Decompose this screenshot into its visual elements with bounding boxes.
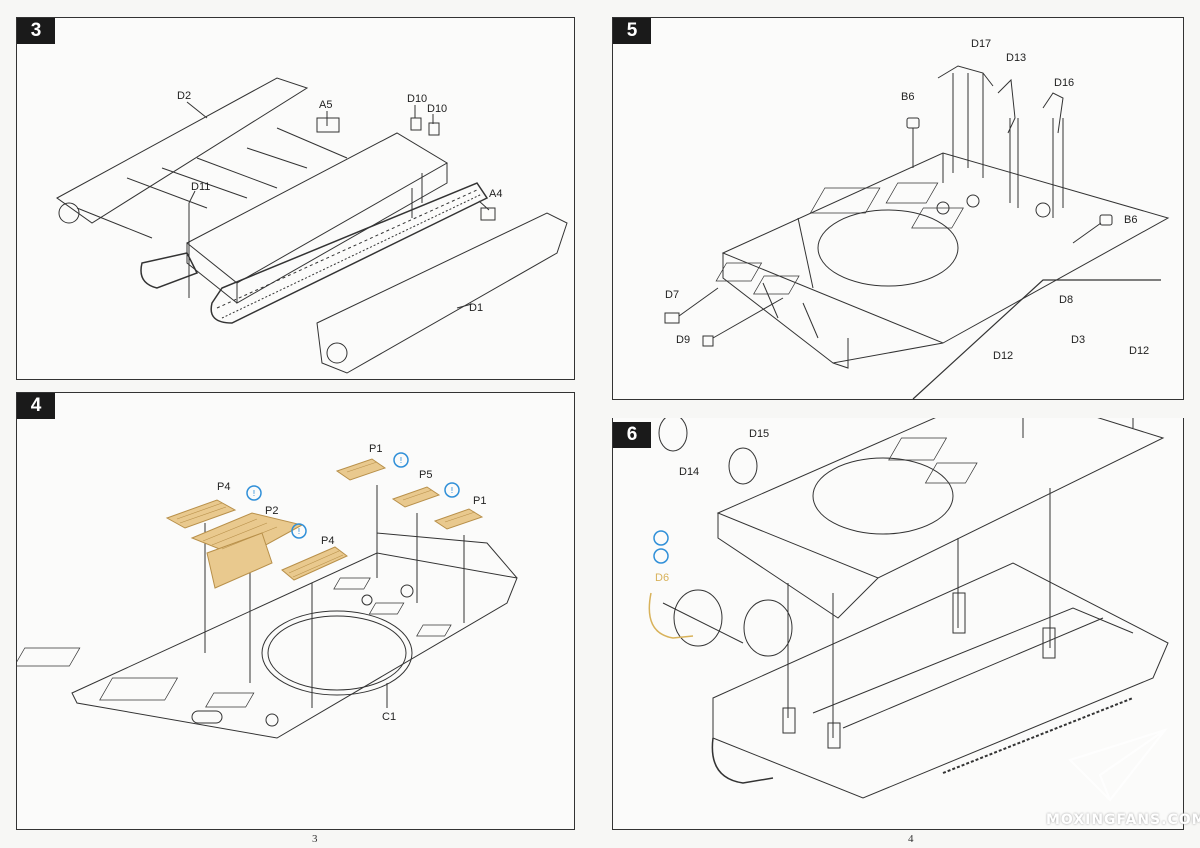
info-icon-2	[291, 523, 307, 539]
step-5-drawing	[664, 65, 1170, 400]
watermark-text: MOXINGFANS.COM	[1046, 812, 1200, 828]
part-label-p5: P5	[419, 469, 433, 481]
part-label-p1: P1	[369, 443, 383, 455]
part-label-d7: D7	[665, 289, 680, 301]
part-label-d1: D1	[469, 302, 484, 314]
info-icon-6	[653, 548, 669, 564]
part-label-d12: D12	[1129, 345, 1150, 357]
info-icon-4	[444, 482, 460, 498]
svg-text:!: !	[399, 456, 402, 465]
part-label-d2: D2	[177, 90, 192, 102]
part-label-d8: D8	[1059, 294, 1074, 306]
part-label-p2: P2	[265, 505, 279, 517]
step-3-number: 3	[17, 18, 55, 44]
part-label-a4: A4	[489, 188, 503, 200]
side-plate-d2	[56, 77, 309, 224]
info-icon-5	[653, 530, 669, 546]
hull-floor-c1	[71, 552, 518, 739]
part-label-d12: D12	[993, 350, 1014, 362]
part-label-d16: D16	[1054, 77, 1075, 89]
step-3-drawing	[56, 77, 568, 374]
part-label-d10: D10	[427, 103, 448, 115]
step-5-panel: 5	[612, 17, 1184, 400]
etch-fret-p1	[335, 458, 387, 481]
step-3-panel: 3	[16, 17, 575, 380]
part-label-p1: P1	[473, 495, 487, 507]
part-label-b6: B6	[1124, 214, 1138, 226]
etch-fret-p1b	[433, 508, 484, 530]
etch-fret-p4	[165, 499, 237, 529]
etch-fret-p5	[391, 486, 441, 508]
part-label-d13: D13	[1006, 52, 1027, 64]
step-5-number: 5	[613, 18, 651, 44]
part-label-d10: D10	[407, 93, 428, 105]
step-6-number: 6	[613, 422, 651, 448]
svg-text:!: !	[450, 486, 453, 495]
etch-fret-p4b	[281, 546, 348, 581]
info-icon-1	[246, 485, 262, 501]
page-number-right: 4	[908, 833, 914, 845]
svg-text:!: !	[297, 527, 300, 536]
part-label-d11: D11	[191, 181, 211, 193]
part-label-p4: P4	[217, 481, 231, 493]
page-number-left: 3	[312, 833, 318, 845]
part-label-d15: D15	[749, 428, 770, 440]
part-label-d3: D3	[1071, 334, 1086, 346]
part-label-d6: D6	[655, 572, 670, 584]
part-label-p4: P4	[321, 535, 335, 547]
part-label-b6: B6	[901, 91, 915, 103]
etch-part-d6	[648, 592, 694, 639]
part-label-d14: D14	[679, 466, 700, 478]
svg-text:!: !	[252, 489, 255, 498]
part-label-d17: D17	[971, 38, 992, 50]
engine-deck	[721, 152, 1170, 344]
info-icon-3	[393, 452, 409, 468]
step-6-drawing	[648, 418, 1169, 799]
step-4-drawing: !!!!	[17, 452, 518, 739]
part-label-c1: C1	[382, 711, 397, 723]
step-4-number: 4	[17, 393, 55, 419]
part-label-d9: D9	[676, 334, 691, 346]
side-plate-d1	[316, 212, 568, 374]
step-6-panel: 6	[612, 294, 1184, 830]
part-label-a5: A5	[319, 99, 333, 111]
step-4-panel: 4	[16, 392, 575, 830]
